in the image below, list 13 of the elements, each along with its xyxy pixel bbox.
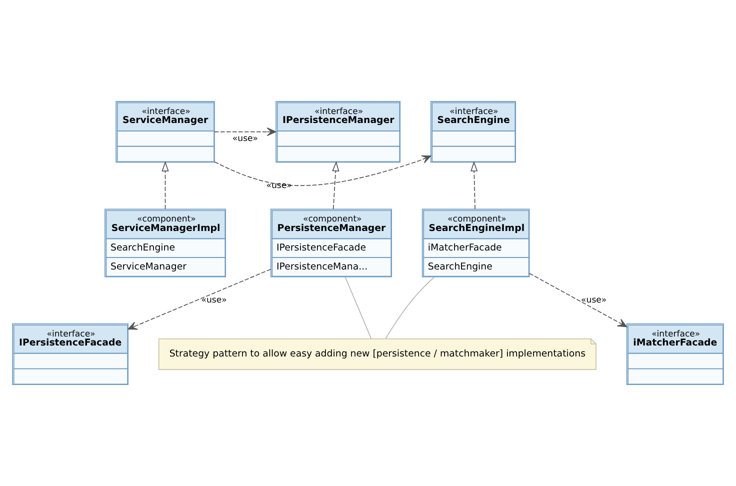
- arrow: [162, 161, 169, 210]
- arrow: [470, 161, 478, 210]
- edge-label: «use»: [266, 180, 292, 191]
- arrow: [128, 268, 272, 330]
- connector: [385, 276, 435, 339]
- arrow: [214, 128, 276, 136]
- connector: [344, 276, 372, 340]
- edge-label: «use»: [232, 134, 258, 144]
- edge-label: «use»: [581, 295, 607, 306]
- arrow: [214, 155, 432, 186]
- arrow: [332, 161, 340, 210]
- arrow: [529, 272, 628, 328]
- edge-label: «use»: [201, 295, 227, 306]
